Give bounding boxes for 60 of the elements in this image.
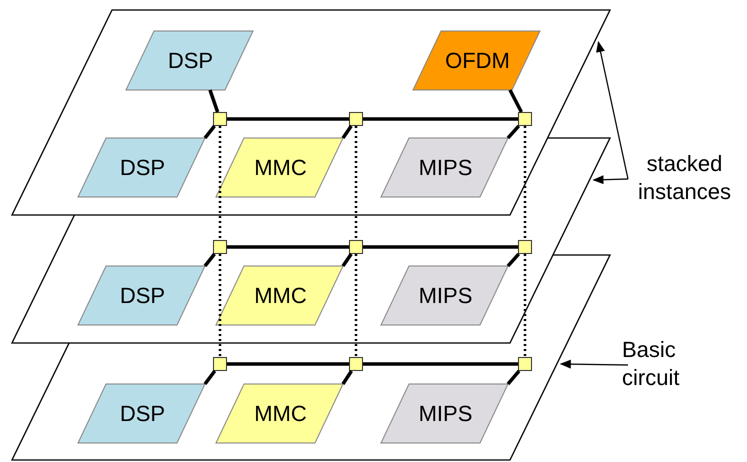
junction-square	[349, 357, 363, 371]
wire	[342, 253, 353, 267]
wire	[208, 89, 220, 113]
module-label: DSP	[118, 400, 166, 426]
module-label: MIPS	[418, 400, 472, 426]
via-line	[524, 126, 526, 240]
junction-square	[518, 112, 532, 126]
wire	[506, 370, 520, 386]
via-line	[524, 254, 526, 357]
wire	[363, 362, 518, 366]
module-label: DSP	[118, 282, 166, 308]
callout-text: Basic circuit	[622, 336, 722, 394]
module-label: MMC	[253, 154, 307, 180]
wire	[342, 370, 353, 385]
wire	[363, 245, 518, 249]
junction-square	[349, 112, 363, 126]
wire	[506, 252, 520, 268]
via-line	[218, 126, 222, 240]
module-block	[78, 138, 205, 197]
wire	[204, 124, 216, 140]
leader-arrow	[560, 360, 628, 369]
junction-square	[518, 240, 532, 254]
module-block	[381, 384, 508, 443]
wire	[506, 124, 520, 140]
via-line	[218, 254, 222, 357]
module-label: MMC	[253, 400, 307, 426]
module-block	[78, 266, 205, 325]
leader-arrow	[592, 175, 628, 184]
wire	[363, 117, 518, 121]
callout-text: stacked instances	[622, 150, 747, 208]
junction-square	[213, 240, 227, 254]
wire	[204, 370, 216, 386]
junction-square	[349, 240, 363, 254]
wire	[227, 362, 349, 366]
module-block	[216, 266, 343, 325]
module-label: DSP	[118, 154, 166, 180]
module-block	[413, 31, 540, 90]
wire	[204, 252, 216, 268]
module-label: MMC	[253, 282, 307, 308]
wire	[227, 117, 349, 121]
wire	[342, 125, 353, 139]
module-label: OFDM	[444, 48, 510, 74]
via-line	[354, 254, 358, 357]
module-block	[381, 138, 508, 197]
leader-arrow	[596, 41, 629, 180]
junction-square	[518, 357, 532, 371]
module-label: MIPS	[418, 282, 472, 308]
module-block	[78, 384, 205, 443]
junction-square	[213, 112, 227, 126]
module-block	[381, 266, 508, 325]
via-line	[354, 126, 358, 240]
module-block	[126, 31, 253, 90]
module-label: DSP	[166, 48, 214, 74]
wire	[508, 89, 523, 113]
wire	[227, 245, 349, 249]
junction-square	[213, 357, 227, 371]
module-block	[216, 138, 343, 197]
module-label: MIPS	[418, 154, 472, 180]
module-block	[216, 384, 343, 443]
layer-plane	[12, 255, 610, 460]
